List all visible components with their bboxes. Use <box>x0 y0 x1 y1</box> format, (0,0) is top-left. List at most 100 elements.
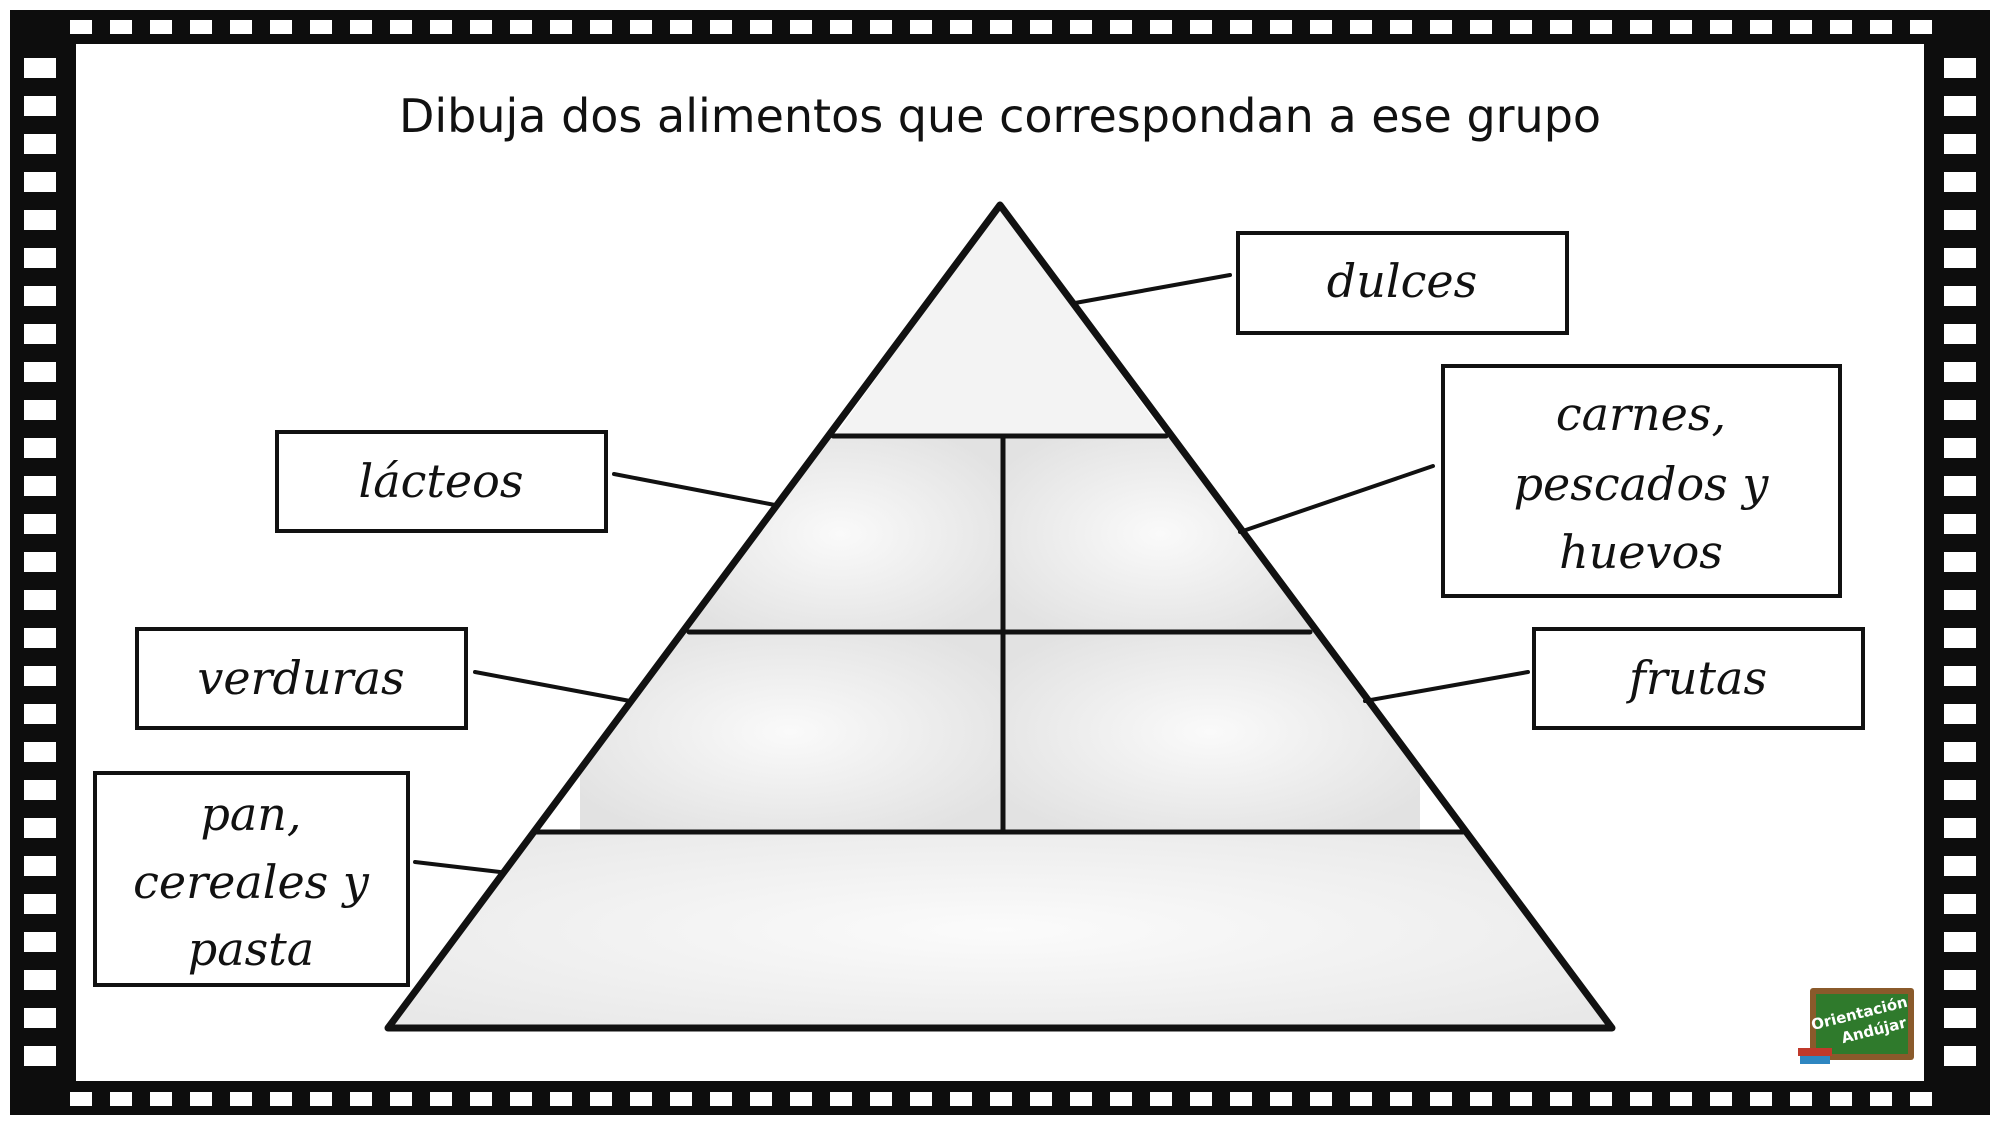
frame-perforation <box>24 438 56 458</box>
pyramid-tier-pan[interactable] <box>385 832 1615 1028</box>
frame-perforation <box>1590 1092 1612 1106</box>
frame-perforation <box>1270 1092 1292 1106</box>
frame-perforation <box>24 742 56 762</box>
frame-perforation <box>1150 1092 1172 1106</box>
label-carnes-line1: carnes, <box>1556 387 1726 441</box>
frame-perforation <box>1310 1092 1332 1106</box>
label-box-frutas[interactable] <box>1532 627 1865 730</box>
frame-perforation <box>24 134 56 154</box>
frame-perforation <box>190 20 212 34</box>
frame-perforation <box>1790 1092 1812 1106</box>
frame-perforation <box>870 20 892 34</box>
frame-perforation <box>1944 552 1976 572</box>
pyramid-outline <box>384 201 1616 1032</box>
frame-perforation <box>150 20 172 34</box>
frame-perforation <box>1550 20 1572 34</box>
frame-perforation <box>1110 20 1132 34</box>
label-box-verduras[interactable] <box>135 627 468 730</box>
frame-perforation <box>590 20 612 34</box>
worksheet-title: Dibuja dos alimentos que correspondan a … <box>399 89 1601 143</box>
frame-perforation <box>1944 58 1976 78</box>
frame-perforation <box>1870 20 1892 34</box>
frame-perforation <box>230 1092 252 1106</box>
frame-perforation <box>1944 970 1976 990</box>
label-box-pan[interactable] <box>93 771 410 987</box>
frame-perforation <box>24 894 56 914</box>
frame-perforation <box>1230 20 1252 34</box>
frame-perforation <box>24 1046 56 1066</box>
frame-perforation <box>750 1092 772 1106</box>
frame-perforation <box>910 20 932 34</box>
frame-perforation <box>1944 172 1976 192</box>
frame-perforation <box>70 1092 92 1106</box>
label-pan-line1: pan, <box>200 787 301 841</box>
frame-perforation <box>1870 1092 1892 1106</box>
frame-perforation <box>24 96 56 116</box>
frame-perforation <box>1944 248 1976 268</box>
frame-perforation <box>1630 20 1652 34</box>
frame-perforation <box>1030 20 1052 34</box>
frame-perforation <box>1310 20 1332 34</box>
frame-perforation <box>270 1092 292 1106</box>
label-frutas: frutas <box>1626 651 1767 705</box>
frame-perforation <box>24 58 56 78</box>
label-carnes-line3: huevos <box>1559 525 1723 579</box>
frame-perforation <box>1944 856 1976 876</box>
label-box-dulces[interactable] <box>1236 231 1569 335</box>
frame-perforation <box>830 1092 852 1106</box>
frame-perforation <box>24 172 56 192</box>
leader-lines <box>413 273 1530 874</box>
frame-perforation <box>950 20 972 34</box>
frame-perforation <box>630 1092 652 1106</box>
orientacion-andujar-logo: Orientación Andújar <box>1798 988 1914 1064</box>
frame-perforation <box>1510 20 1532 34</box>
frame-perforation <box>1944 438 1976 458</box>
frame-perforation <box>24 286 56 306</box>
frame-perforation <box>1150 20 1172 34</box>
frame-perforation <box>1944 780 1976 800</box>
frame-perforation <box>24 666 56 686</box>
frame-perforation <box>24 970 56 990</box>
frame-perforation <box>790 1092 812 1106</box>
frame-perforation <box>350 20 372 34</box>
frame-perforation <box>24 552 56 572</box>
frame-perforation <box>350 1092 372 1106</box>
frame-perforation <box>24 628 56 648</box>
frame-perforation <box>24 210 56 230</box>
frame-perforation <box>1070 1092 1092 1106</box>
frame-perforation <box>1230 1092 1252 1106</box>
book-icon <box>1798 1048 1832 1056</box>
frame-perforation <box>1670 1092 1692 1106</box>
frame-perforation <box>24 1008 56 1028</box>
frame-perforation <box>1944 134 1976 154</box>
frame-perforation <box>1790 20 1812 34</box>
pyramid-tier-dulces[interactable] <box>835 205 1165 436</box>
frame-perforation <box>1470 1092 1492 1106</box>
frame-perforation <box>1910 20 1932 34</box>
frame-perforation <box>24 818 56 838</box>
frame-perforation <box>270 20 292 34</box>
frame-perforation <box>1350 20 1372 34</box>
label-verduras: verduras <box>197 651 404 705</box>
frame-perforation <box>1944 628 1976 648</box>
frame-perforation <box>1944 818 1976 838</box>
frame-perforation <box>1944 324 1976 344</box>
frame-perforation <box>1944 742 1976 762</box>
frame-perforation <box>910 1092 932 1106</box>
frame-perforation <box>110 1092 132 1106</box>
frame-perforation <box>24 400 56 420</box>
frame-perforation <box>670 1092 692 1106</box>
frame-perforation <box>550 1092 572 1106</box>
label-pan-line3: pasta <box>188 922 314 976</box>
frame-perforation <box>1944 590 1976 610</box>
frame-perforation <box>1750 20 1772 34</box>
frame-perforation <box>790 20 812 34</box>
label-box-carnes[interactable] <box>1441 364 1842 598</box>
frame-perforation <box>1510 1092 1532 1106</box>
frame-perforation <box>190 1092 212 1106</box>
frame-perforation <box>1944 666 1976 686</box>
frame-perforation <box>24 856 56 876</box>
label-pan-line2: cereales y <box>133 855 370 909</box>
frame-perforation <box>950 1092 972 1106</box>
label-box-lacteos[interactable] <box>275 430 608 533</box>
